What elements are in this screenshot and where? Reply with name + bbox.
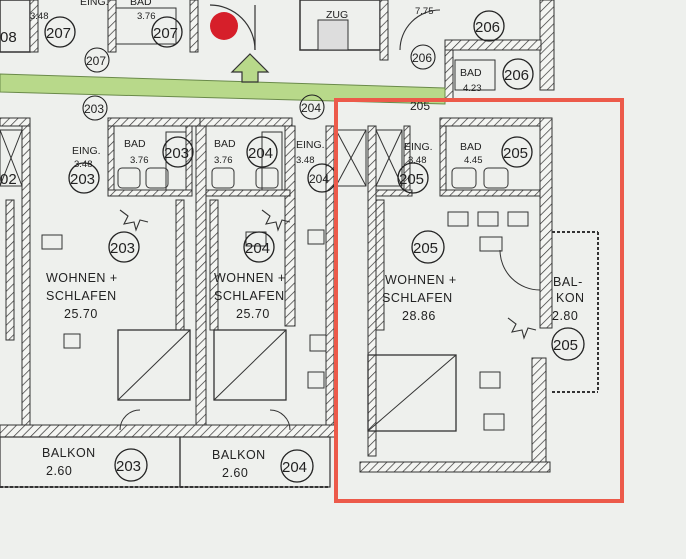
unit-203-entrance-number: 203 bbox=[70, 171, 95, 188]
unit-205-entrance-number: 205 bbox=[399, 171, 424, 188]
top-corridor-207: 207 bbox=[86, 54, 106, 68]
unit-205-bad-label: BAD bbox=[460, 141, 482, 153]
unit-203-wohnen-area: 25.70 bbox=[64, 307, 98, 321]
top-unit-207-number-2: 207 bbox=[153, 25, 178, 42]
unit-205-bath-number: 205 bbox=[503, 145, 528, 162]
unit-205-balkon-label-2: KON bbox=[556, 291, 585, 305]
top-area-775: 7.75 bbox=[415, 6, 434, 17]
unit-205-balkon-label-1: BAL- bbox=[553, 275, 583, 289]
unit-204-entrance-number: 204 bbox=[309, 172, 329, 186]
unit-204-balkon-label: BALKON bbox=[212, 448, 266, 462]
unit-205-balkon-number: 205 bbox=[553, 337, 578, 354]
unit-203-bad-area: 3.76 bbox=[130, 155, 149, 166]
corridor-number-205: 205 bbox=[410, 99, 430, 113]
unit-205-highlight-frame bbox=[334, 98, 624, 503]
corridor bbox=[0, 53, 446, 105]
unit-204-schlafen-label: SCHLAFEN bbox=[214, 289, 285, 303]
bad-206-unit-number: 206 bbox=[504, 67, 529, 84]
unit-203-eing-area: 3.48 bbox=[74, 159, 93, 170]
top-unit-207-number-1: 207 bbox=[46, 25, 71, 42]
bad-206-label: BAD bbox=[460, 67, 482, 79]
unit-205-eing-label: EING. bbox=[404, 141, 433, 153]
top-eing-label: EING. bbox=[80, 0, 109, 8]
unit-203-eing-label: EING. bbox=[72, 145, 101, 157]
unit-204-bad-label: BAD bbox=[214, 138, 236, 150]
unit-204-balkon-number: 204 bbox=[282, 459, 307, 476]
unit-204-wohnen-label: WOHNEN + bbox=[214, 271, 286, 285]
walls bbox=[0, 117, 599, 488]
corridor-numbers: 203 204 205 bbox=[82, 94, 430, 121]
unit-205-bad-area: 4.45 bbox=[464, 155, 483, 166]
unit-203-schlafen-label: SCHLAFEN bbox=[46, 289, 117, 303]
top-eing-area: 3.48 bbox=[30, 11, 49, 22]
top-corridor-206: 206 bbox=[412, 51, 432, 65]
unit-205: EING. 3.48 205 BAD 4.45 205 205 WOHNEN +… bbox=[382, 136, 585, 361]
unit-204-bath-number: 204 bbox=[248, 145, 273, 162]
bad-206-area: 4.23 bbox=[463, 83, 482, 94]
up-arrow-icon bbox=[230, 53, 270, 83]
unit-204: EING. 3.48 204 BAD 3.76 204 204 WOHNEN +… bbox=[212, 136, 337, 483]
unit-203-balkon-label: BALKON bbox=[42, 446, 96, 460]
unit-204-eing-area: 3.48 bbox=[296, 155, 315, 166]
location-marker-dot bbox=[210, 12, 238, 40]
unit-204-bad-area: 3.76 bbox=[214, 155, 233, 166]
unit-205-wohnen-area: 28.86 bbox=[402, 309, 436, 323]
unit-204-wohnen-area: 25.70 bbox=[236, 307, 270, 321]
unit-204-room-number: 204 bbox=[245, 240, 270, 257]
unit-203-bath-number: 203 bbox=[164, 145, 189, 162]
unit-202-number: 02 bbox=[0, 171, 17, 188]
unit-204-balkon-area: 2.60 bbox=[222, 466, 248, 480]
unit-203-bad-label: BAD bbox=[124, 138, 146, 150]
unit-203: EING. 3.48 203 BAD 3.76 203 203 WOHNEN +… bbox=[42, 136, 194, 482]
top-zug-label: ZUG bbox=[326, 9, 348, 21]
top-unit-208-number: 08 bbox=[0, 29, 17, 46]
corridor-number-204: 204 bbox=[301, 101, 321, 115]
unit-202: 02 bbox=[0, 171, 17, 188]
unit-203-balkon-number: 203 bbox=[116, 458, 141, 475]
unit-205-wohnen-label: WOHNEN + bbox=[385, 273, 457, 287]
top-unit-206-number: 206 bbox=[475, 19, 500, 36]
top-bad-label: BAD bbox=[130, 0, 152, 8]
unit-203-balkon-area: 2.60 bbox=[46, 464, 72, 478]
unit-205-schlafen-label: SCHLAFEN bbox=[382, 291, 453, 305]
top-bad-area: 3.76 bbox=[137, 11, 156, 22]
unit-205-balkon-area: 2.80 bbox=[552, 309, 578, 323]
top-row-labels: EING. 3.48 BAD 3.76 ZUG 7.75 08 207 207 … bbox=[0, 0, 534, 94]
unit-203-wohnen-label: WOHNEN + bbox=[46, 271, 118, 285]
unit-203-room-number: 203 bbox=[110, 240, 135, 257]
unit-205-room-number: 205 bbox=[413, 240, 438, 257]
corridor-number-203: 203 bbox=[84, 102, 104, 116]
unit-204-eing-label: EING. bbox=[296, 139, 325, 151]
entrance-closets bbox=[0, 129, 403, 187]
unit-205-eing-area: 3.48 bbox=[408, 155, 427, 166]
bathroom-fixtures bbox=[117, 131, 509, 191]
